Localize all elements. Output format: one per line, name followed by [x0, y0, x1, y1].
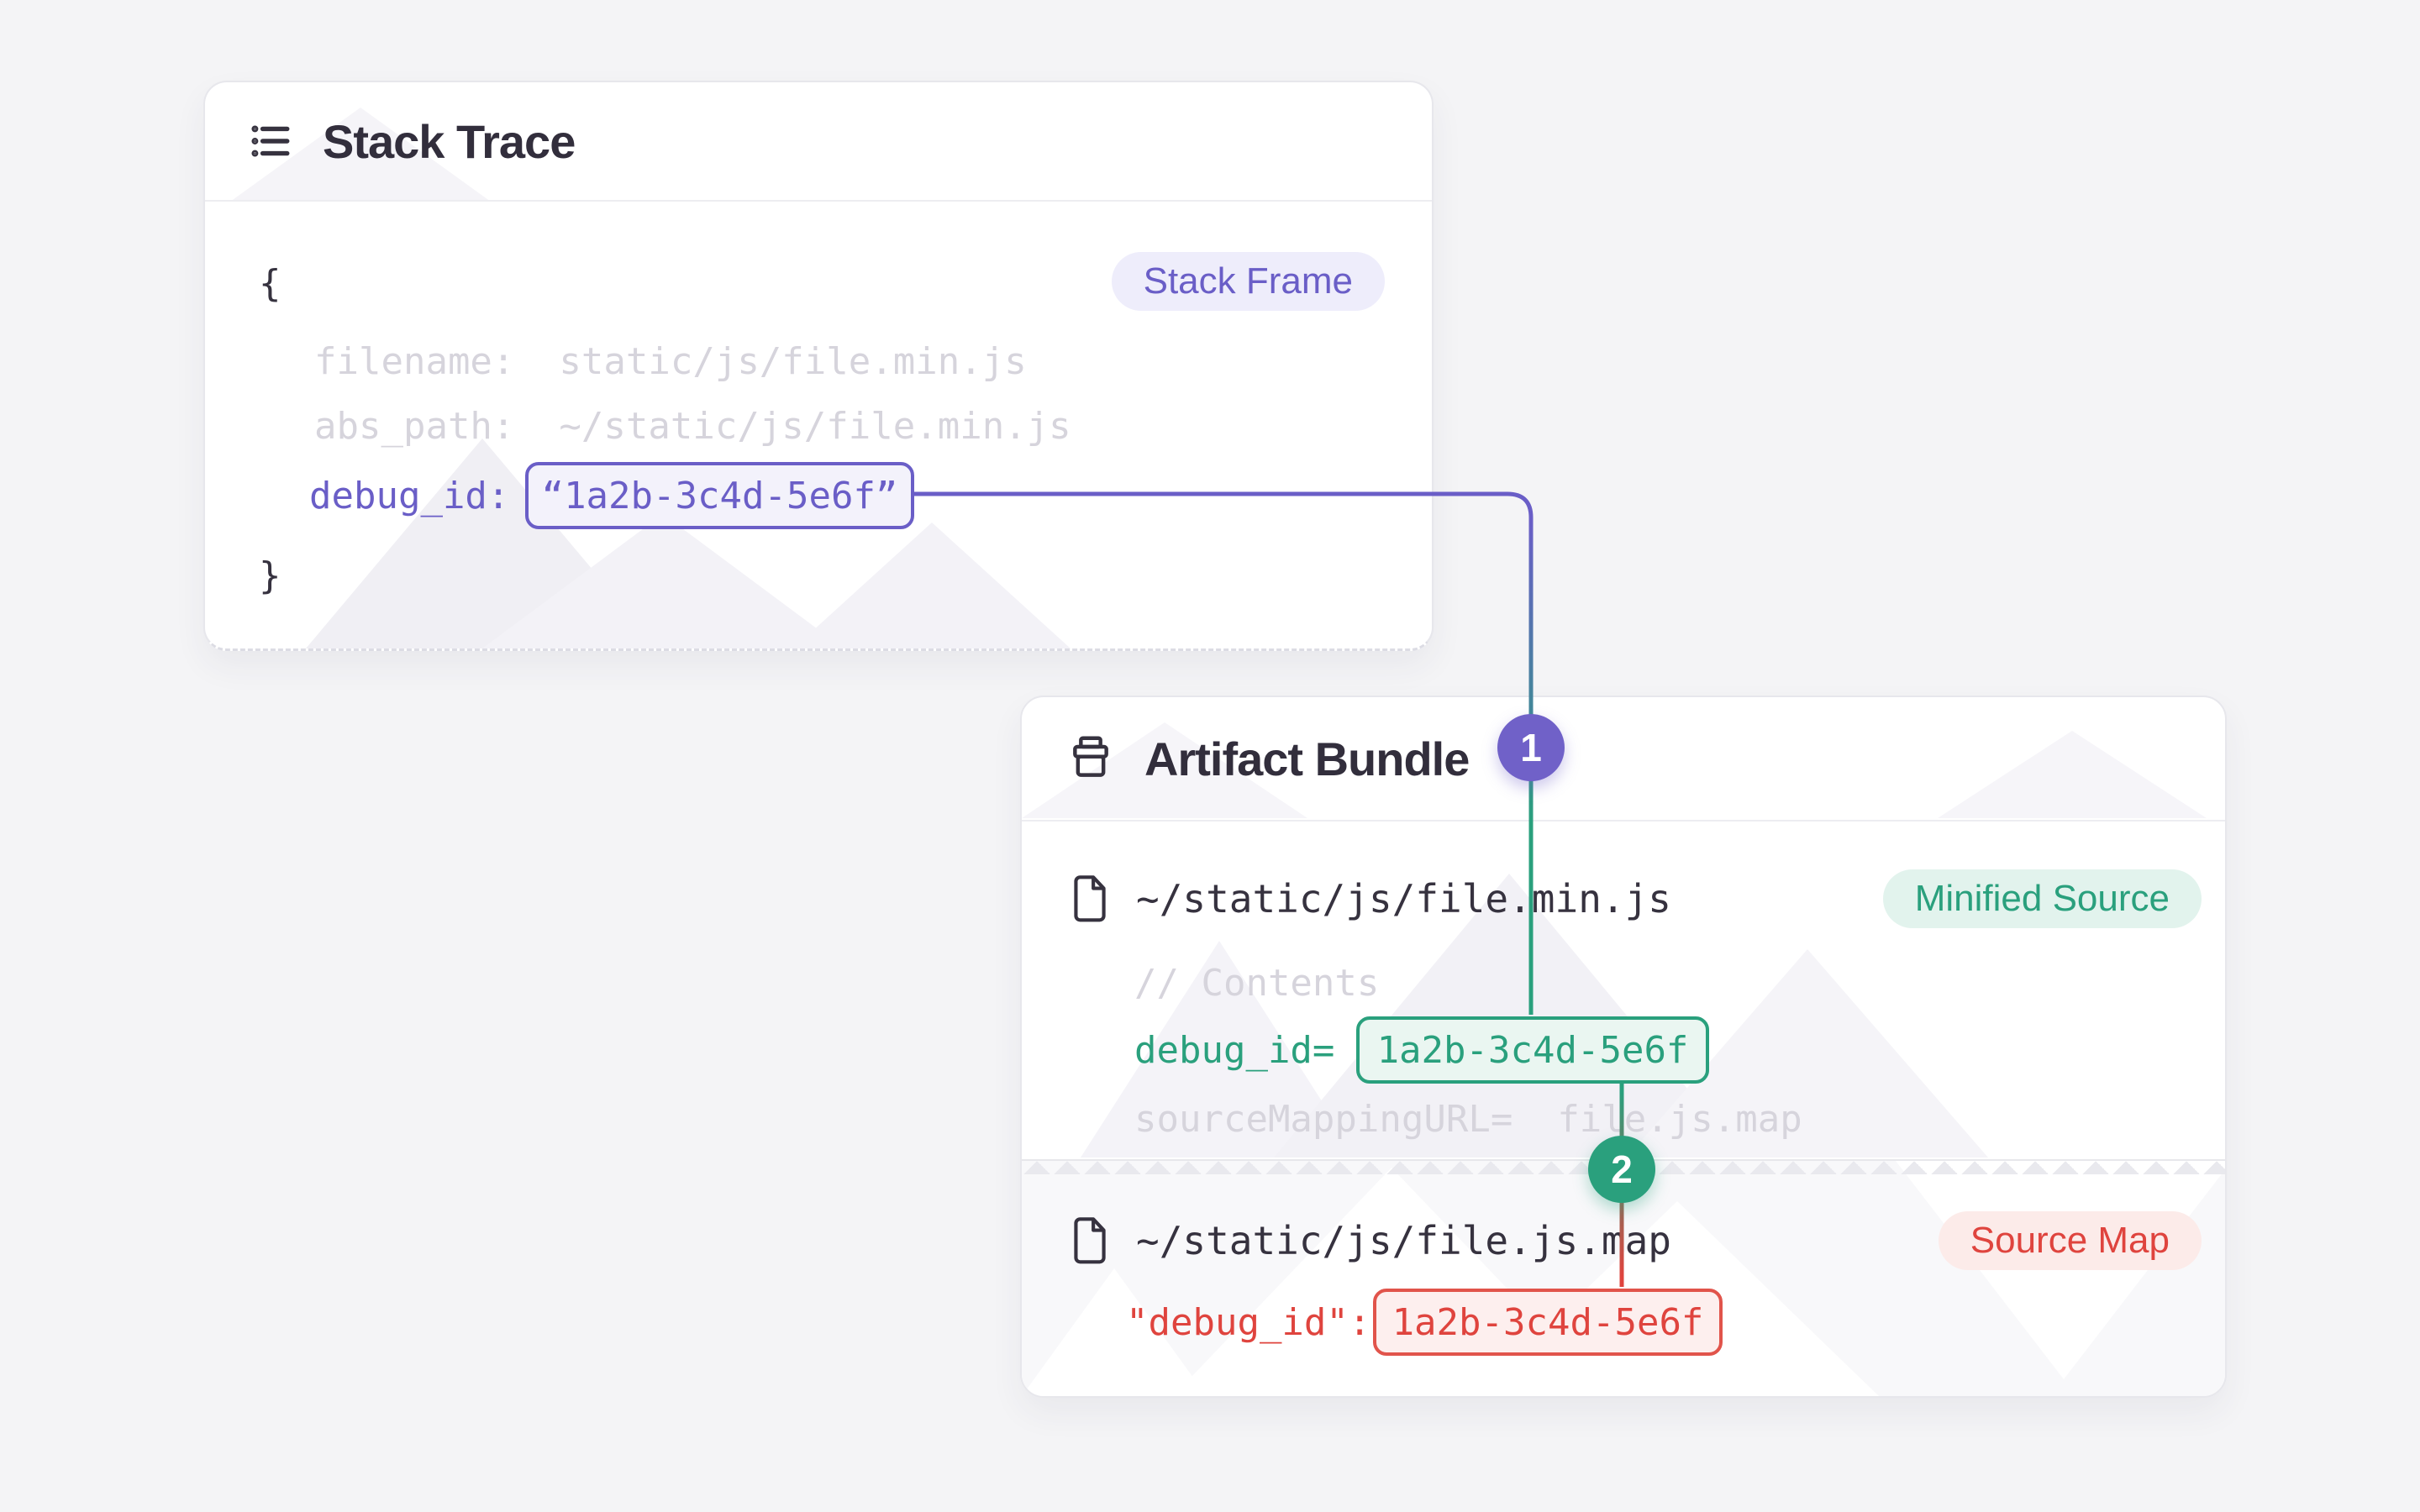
step-1-marker: 1	[1497, 714, 1565, 781]
abs-path-line: abs_path: ~/static/js/file.min.js	[314, 404, 1071, 448]
stack-trace-header: Stack Trace	[205, 82, 1432, 202]
stack-trace-title: Stack Trace	[323, 114, 576, 168]
filename-line: filename: static/js/file.min.js	[314, 339, 1027, 383]
list-icon	[250, 120, 292, 162]
sourcemap-file-row: ~/static/js/file.js.map	[1069, 1207, 1671, 1274]
source-map-badge: Source Map	[1938, 1211, 2202, 1270]
stack-frame-badge: Stack Frame	[1111, 252, 1385, 311]
stack-trace-card: Stack Trace Stack Frame { filename: stat…	[203, 81, 1434, 651]
sourcemap-file-name: ~/static/js/file.js.map	[1136, 1218, 1671, 1263]
minified-file-row: ~/static/js/file.min.js	[1069, 865, 1671, 932]
bundle-debug-id-label: debug_id=	[1134, 1028, 1335, 1072]
step-2-marker: 2	[1588, 1136, 1655, 1203]
sourcemap-debug-id-label: "debug_id":	[1126, 1300, 1371, 1344]
debug-id-value-box: “1a2b-3c4d-5e6f”	[525, 462, 914, 529]
sourcemap-debug-id-value-box: 1a2b-3c4d-5e6f	[1373, 1289, 1723, 1356]
file-icon	[1069, 874, 1111, 923]
file-icon	[1069, 1216, 1111, 1265]
sourcemapping-url-line: sourceMappingURL= file.js.map	[1134, 1097, 1802, 1141]
minified-source-badge: Minified Source	[1882, 869, 2202, 928]
mountain-watermark	[793, 522, 1071, 648]
artifact-bundle-title: Artifact Bundle	[1144, 732, 1470, 785]
archive-box-icon	[1067, 735, 1114, 782]
contents-comment: // Contents	[1134, 961, 1380, 1005]
debug-id-label: debug_id:	[309, 474, 510, 517]
brace-close: }	[259, 554, 281, 597]
bundle-debug-id-value-box: 1a2b-3c4d-5e6f	[1356, 1016, 1709, 1084]
artifact-bundle-header: Artifact Bundle	[1022, 697, 2225, 822]
minified-file-name: ~/static/js/file.min.js	[1136, 876, 1671, 921]
brace-open: {	[259, 261, 281, 305]
artifact-bundle-card: Artifact Bundle ~/static/js/file.min.js …	[1020, 696, 2227, 1398]
